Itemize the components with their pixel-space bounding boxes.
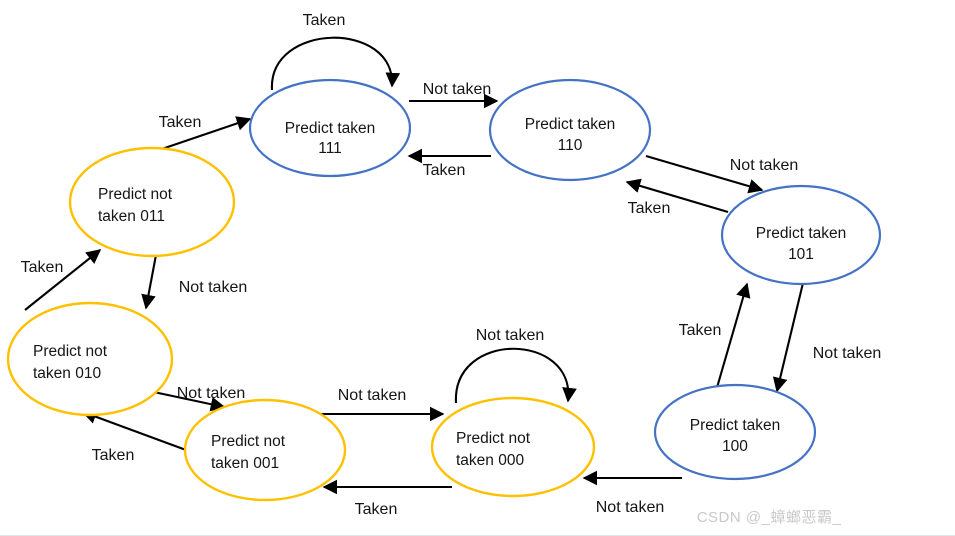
state-001-ellipse[interactable] xyxy=(183,398,347,502)
edge-label-000-000: Not taken xyxy=(476,327,544,344)
edge-000-000 xyxy=(454,347,577,404)
edge-label-010-001: Not taken xyxy=(177,385,245,402)
edge-011-010 xyxy=(141,254,158,310)
edge-label-110-111: Taken xyxy=(423,162,466,179)
edge-label-101-100: Not taken xyxy=(813,345,881,362)
edge-101-100 xyxy=(772,282,805,393)
state-000[interactable]: Predict not taken 000 xyxy=(430,396,596,498)
state-110-label-line1: Predict taken xyxy=(525,116,615,133)
edge-010-011 xyxy=(24,249,102,311)
state-101-label-line2: 101 xyxy=(788,246,814,263)
state-010-label-line1: Predict not xyxy=(33,343,108,360)
edge-100-101 xyxy=(714,282,751,392)
state-011-ellipse[interactable] xyxy=(68,146,236,258)
state-110-label-line2: 110 xyxy=(558,137,583,154)
edge-label-111-110: Not taken xyxy=(423,81,491,98)
state-001-label-line2: taken 001 xyxy=(211,455,279,472)
state-110-ellipse[interactable] xyxy=(488,78,652,182)
edge-labels-layer: Taken Not taken Taken Not taken Taken No… xyxy=(21,12,882,518)
state-010-ellipse[interactable] xyxy=(6,301,174,417)
state-100-ellipse[interactable] xyxy=(653,383,817,481)
edge-111-111 xyxy=(270,36,401,91)
edge-label-110-101: Not taken xyxy=(730,157,798,174)
state-100[interactable]: Predict taken 100 xyxy=(653,383,817,481)
state-100-label-line2: 100 xyxy=(722,438,748,455)
state-110[interactable]: Predict taken 110 xyxy=(488,78,652,182)
edge-label-101-110: Taken xyxy=(628,200,671,217)
state-101-label-line1: Predict taken xyxy=(756,225,846,242)
state-101[interactable]: Predict taken 101 xyxy=(720,184,882,286)
state-111[interactable]: Predict taken 111 xyxy=(248,78,412,178)
edge-011-111 xyxy=(152,116,252,153)
state-000-label-line1: Predict not xyxy=(456,430,531,447)
csdn-watermark: CSDN @_蟑螂恶霸_ xyxy=(697,508,842,526)
edge-label-000-001: Taken xyxy=(355,501,398,518)
state-100-label-line1: Predict taken xyxy=(690,417,780,434)
state-001[interactable]: Predict not taken 001 xyxy=(183,398,347,502)
edge-101-110 xyxy=(625,178,729,214)
edge-label-100-000: Not taken xyxy=(596,499,664,516)
edge-label-011-010: Not taken xyxy=(179,279,247,296)
edge-110-101 xyxy=(645,154,764,194)
state-011-label-line1: Predict not xyxy=(98,186,173,203)
state-000-ellipse[interactable] xyxy=(430,396,596,498)
edges-layer xyxy=(24,36,805,495)
edge-label-001-000: Not taken xyxy=(338,387,406,404)
state-111-label-line1: Predict taken xyxy=(285,120,375,137)
state-010[interactable]: Predict not taken 010 xyxy=(6,301,174,417)
edge-label-001-010: Taken xyxy=(92,447,135,464)
edge-label-010-011: Taken xyxy=(21,259,64,276)
edge-label-100-101: Taken xyxy=(679,322,722,339)
edge-001-010 xyxy=(81,409,187,451)
state-101-ellipse[interactable] xyxy=(720,184,882,286)
edge-label-011-111: Taken xyxy=(159,114,202,131)
edge-label-111-111: Taken xyxy=(303,12,346,29)
state-111-label-line2: 111 xyxy=(318,140,342,157)
state-001-label-line1: Predict not xyxy=(211,433,286,450)
state-010-label-line2: taken 010 xyxy=(33,365,101,382)
states-layer: Predict taken 111 Predict taken 110 Pred… xyxy=(6,78,882,502)
state-000-label-line2: taken 000 xyxy=(456,452,524,469)
state-111-ellipse[interactable] xyxy=(248,78,412,178)
state-011-label-line2: taken 011 xyxy=(98,208,165,225)
state-011[interactable]: Predict not taken 011 xyxy=(68,146,236,258)
